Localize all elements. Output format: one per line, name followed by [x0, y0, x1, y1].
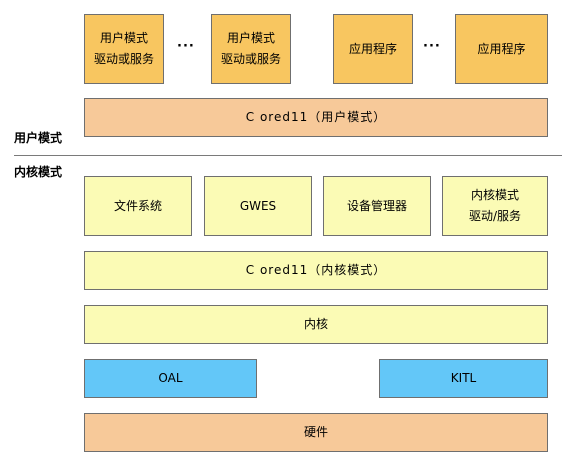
kitl-label: KITL	[450, 371, 477, 385]
hardware-bar: 硬件	[84, 413, 548, 452]
ellipsis-applications: ···	[423, 39, 441, 54]
ellipsis-user-drivers: ···	[177, 39, 195, 54]
application-box-2: 应用程序	[455, 14, 548, 84]
oal-box: OAL	[84, 359, 257, 398]
cored11-user-mode-bar: C ored11（用户模式）	[84, 98, 548, 137]
kernel-mode-driver-service-box: 内核模式 驱动/服务	[442, 176, 548, 236]
application-box-1-label: 应用程序	[348, 41, 397, 56]
file-system-label: 文件系统	[113, 198, 162, 213]
cored11-kernel-mode-bar: C ored11（内核模式）	[84, 251, 548, 290]
application-box-1: 应用程序	[333, 14, 413, 84]
cored11-user-mode-label: C ored11（用户模式）	[245, 110, 387, 124]
kernel-mode-section-label: 内核模式	[14, 165, 63, 179]
user-mode-driver-service-box-1-line2: 驱动或服务	[93, 52, 154, 66]
kernel-mode-driver-line2: 驱动/服务	[468, 209, 522, 223]
kernel-label: 内核	[303, 317, 328, 331]
user-mode-driver-service-box-2: 用户模式 驱动或服务	[211, 14, 291, 84]
user-mode-driver-service-box-2-line2: 驱动或服务	[220, 52, 281, 66]
user-mode-driver-service-box-2-line1: 用户模式	[226, 31, 275, 45]
mode-divider	[14, 155, 562, 156]
gwes-box: GWES	[204, 176, 312, 236]
user-mode-driver-service-box-1: 用户模式 驱动或服务	[84, 14, 164, 84]
oal-label: OAL	[158, 371, 183, 385]
cored11-kernel-mode-label: C ored11（内核模式）	[245, 263, 387, 277]
kitl-box: KITL	[379, 359, 548, 398]
device-manager-label: 设备管理器	[346, 198, 407, 213]
kernel-bar: 内核	[84, 305, 548, 344]
user-mode-driver-service-box-1-line1: 用户模式	[99, 31, 148, 45]
user-mode-section-label: 用户模式	[14, 131, 63, 145]
device-manager-box: 设备管理器	[323, 176, 431, 236]
kernel-mode-driver-line1: 内核模式	[470, 188, 519, 202]
file-system-box: 文件系统	[84, 176, 192, 236]
hardware-label: 硬件	[303, 425, 328, 439]
application-box-2-label: 应用程序	[477, 41, 526, 56]
gwes-label: GWES	[239, 198, 277, 213]
